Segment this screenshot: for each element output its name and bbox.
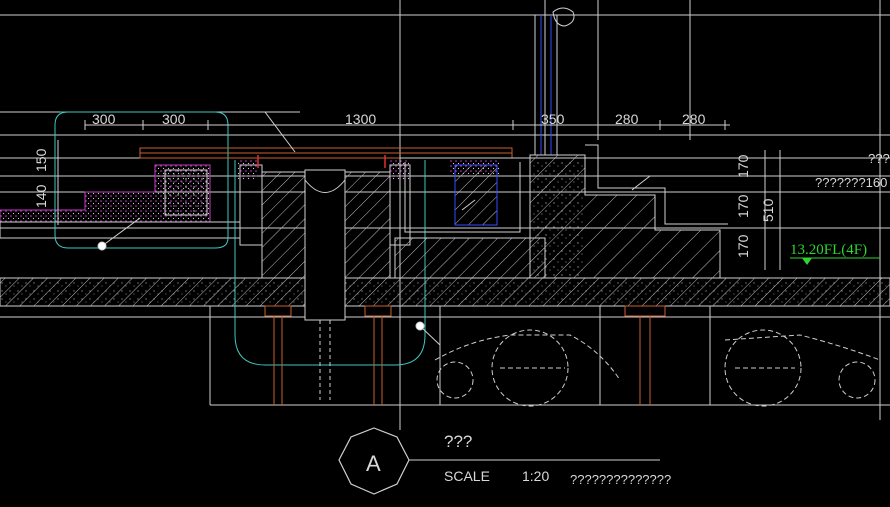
title-block: A ??? SCALE 1:20 ?????????????? [338, 427, 671, 495]
dim-top-6: 280 [682, 111, 706, 127]
title-text: ??? [444, 432, 472, 451]
leaders [97, 111, 890, 346]
right-callouts: ??? ???????160 [815, 151, 890, 190]
dim-top-4: 350 [541, 111, 565, 127]
top-stone-slab [139, 147, 513, 159]
dimension-texts: 300 300 1300 350 280 280 150 140 170 170… [33, 111, 776, 258]
lower-structure [209, 305, 711, 405]
section-letter: A [366, 451, 381, 476]
floor-slab [0, 277, 890, 307]
scale-label: SCALE [444, 468, 490, 484]
dim-left-1: 150 [33, 148, 49, 172]
red-markers [257, 155, 386, 168]
dim-right-4: 510 [760, 198, 776, 222]
dim-left-2: 140 [33, 184, 49, 208]
callout-right-1: ??? [868, 151, 890, 166]
level-marker: 13.20FL(4F) [790, 242, 880, 265]
ducts [434, 329, 881, 407]
right-trough [394, 157, 546, 279]
left-planter [0, 111, 241, 249]
dim-right-1: 170 [735, 154, 751, 178]
level-label: 13.20FL(4F) [790, 242, 867, 258]
dim-right-2: 170 [735, 194, 751, 218]
scale-value: 1:20 [522, 468, 549, 484]
dim-top-5: 280 [615, 111, 639, 127]
title-note: ?????????????? [570, 472, 671, 487]
dim-top-3: 1300 [345, 111, 376, 127]
central-structure [234, 160, 426, 366]
section-symbol [338, 427, 410, 495]
dim-top-2: 300 [162, 111, 186, 127]
dimension-lines [57, 120, 781, 270]
dim-top-1: 300 [92, 111, 116, 127]
dim-right-3: 170 [735, 234, 751, 258]
right-steps [529, 144, 728, 279]
callout-right-2: ???????160 [815, 175, 887, 190]
